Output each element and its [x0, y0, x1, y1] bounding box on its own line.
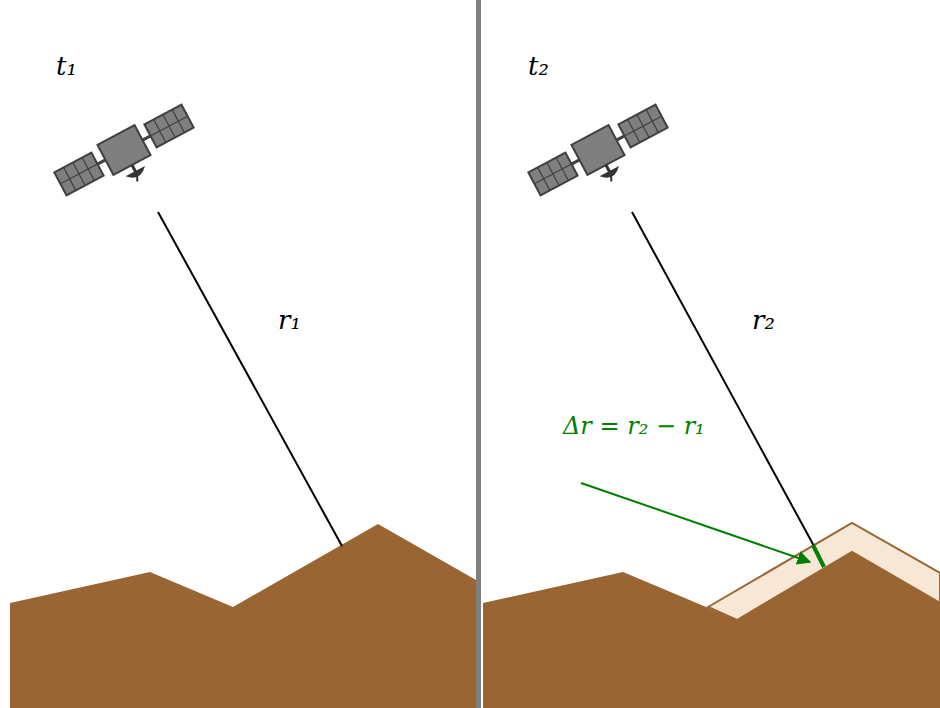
range-line [158, 212, 342, 546]
terrain [483, 552, 940, 708]
range-label: r₂ [752, 306, 775, 335]
right-panel [483, 101, 940, 708]
terrain [10, 524, 476, 708]
time-label: t₂ [528, 52, 549, 81]
divider [476, 0, 481, 708]
range-line [632, 212, 814, 546]
satellite [52, 101, 203, 214]
leader-arrow [581, 483, 810, 562]
delta-range-segment [813, 545, 824, 567]
delta-range-label: Δr = r₂ − r₁ [563, 413, 705, 439]
range-label: r₁ [278, 306, 301, 335]
left-panel [10, 101, 476, 708]
satellite [526, 101, 677, 214]
time-label: t₁ [56, 52, 77, 81]
